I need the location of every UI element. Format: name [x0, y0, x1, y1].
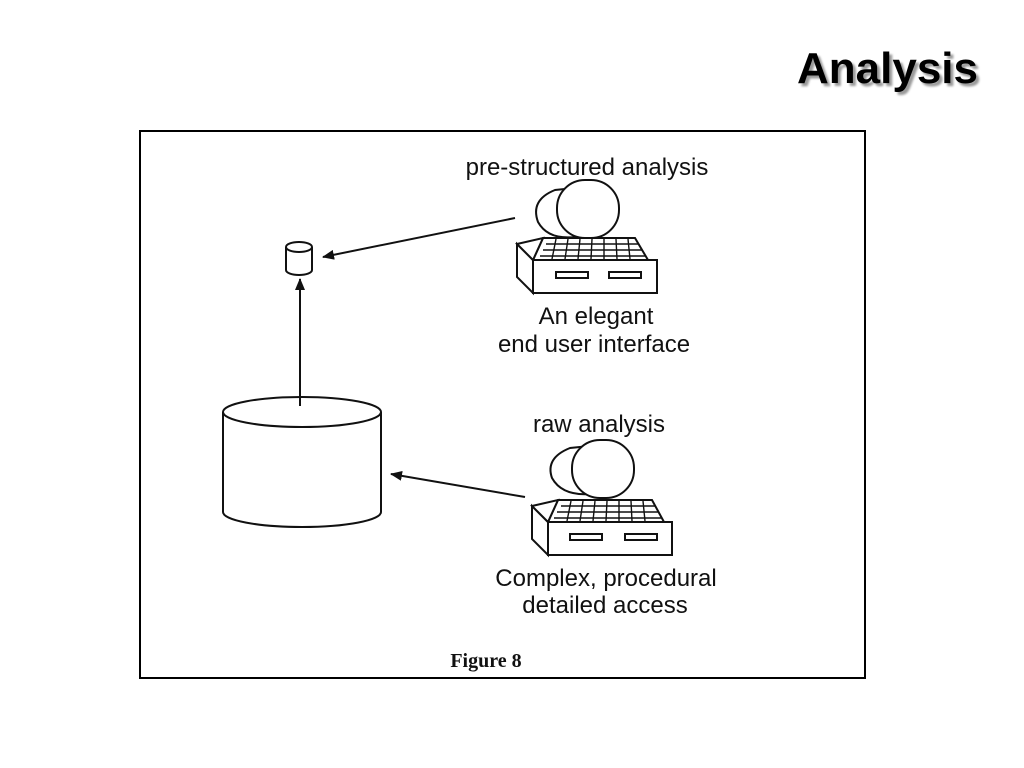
computer-terminal-icon-bottom: [530, 439, 673, 558]
small-database-icon: [285, 241, 313, 276]
elegant-interface-label-line1: An elegant: [539, 303, 654, 330]
complex-access-label-line2: detailed access: [522, 592, 687, 619]
complex-access-label-line1: Complex, procedural: [495, 565, 716, 592]
prestructured-analysis-label: pre-structured analysis: [466, 154, 709, 181]
arrow-prestructured-to-mart: [322, 217, 516, 260]
slide-title: Analysis: [797, 44, 978, 93]
large-database-icon: [222, 396, 382, 528]
arrow-raw-to-db: [390, 470, 526, 498]
elegant-interface-label-line2: end user interface: [498, 331, 690, 358]
raw-analysis-label: raw analysis: [533, 411, 665, 438]
figure-caption: Figure 8: [450, 650, 521, 672]
computer-terminal-icon-top: [515, 179, 658, 296]
